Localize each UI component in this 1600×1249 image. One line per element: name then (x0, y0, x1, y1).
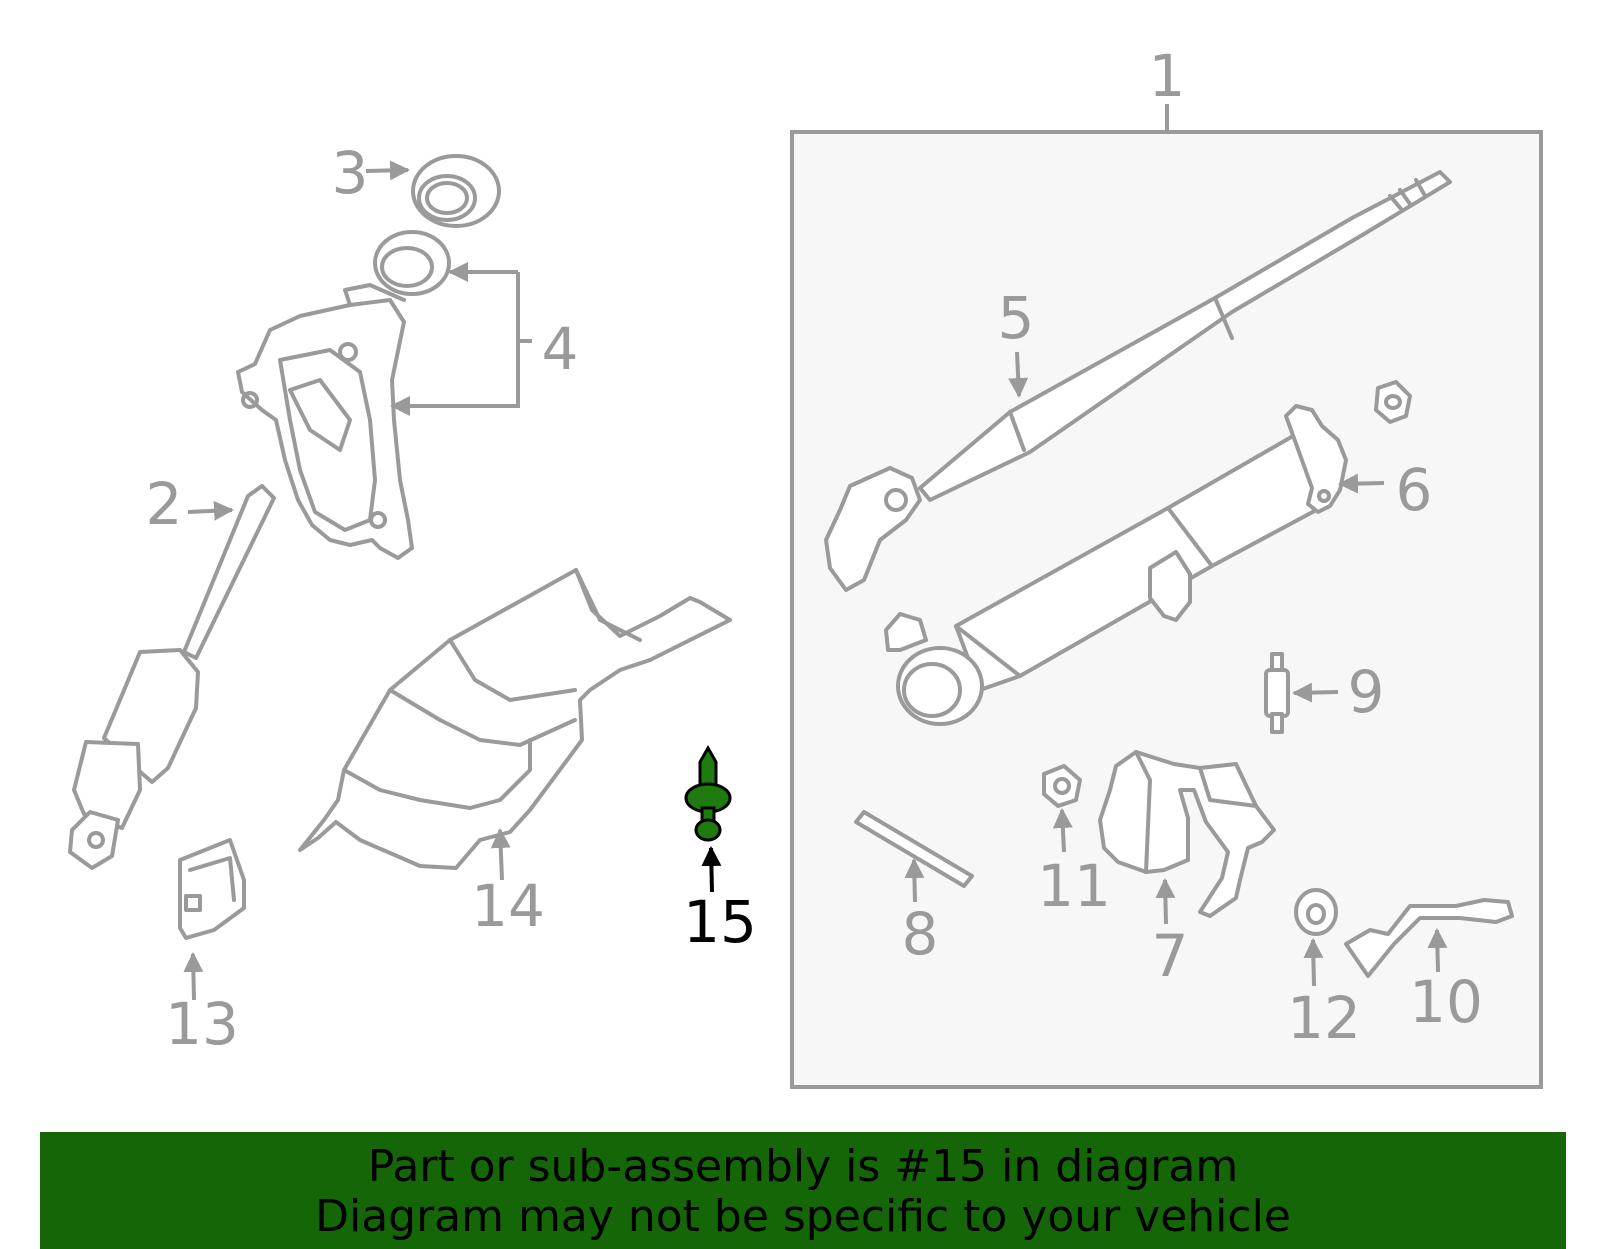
part-15-clip[interactable] (684, 744, 732, 842)
callout-3-leader (365, 160, 410, 181)
part-14-cover[interactable] (298, 568, 732, 870)
callout-1[interactable]: 1 (1149, 42, 1186, 110)
part-11-nut[interactable] (1042, 764, 1082, 808)
callout-2[interactable]: 2 (146, 470, 183, 538)
callout-12-leader (1303, 938, 1324, 987)
callout-15[interactable]: 15 (683, 888, 757, 956)
part-9-pin[interactable] (1264, 652, 1290, 734)
callout-5-leader (1008, 351, 1029, 398)
part-3-seal[interactable] (411, 154, 501, 228)
banner-line-1: Part or sub-assembly is #15 in diagram (367, 1141, 1239, 1192)
callout-7-leader (1155, 878, 1176, 925)
callout-9[interactable]: 9 (1348, 658, 1385, 726)
nut-upper (1374, 380, 1412, 424)
callout-10-leader (1427, 928, 1448, 973)
part-2-shaft[interactable] (68, 484, 276, 870)
part-12-washer[interactable] (1294, 888, 1338, 936)
callout-14-leader (490, 828, 511, 881)
part-8-strip[interactable] (854, 810, 974, 888)
info-banner: Part or sub-assembly is #15 in diagram D… (40, 1132, 1566, 1249)
part-4-bearing[interactable] (373, 230, 451, 296)
part-6-tube[interactable] (884, 404, 1348, 726)
callout-15-leader (701, 846, 722, 893)
part-7-bracket[interactable] (1098, 750, 1276, 918)
callout-13[interactable]: 13 (165, 990, 239, 1058)
callout-4-bracket (390, 262, 532, 416)
callout-10[interactable]: 10 (1409, 968, 1483, 1036)
part-10-arm[interactable] (1344, 898, 1514, 978)
callout-9-leader (1292, 682, 1339, 703)
callout-6[interactable]: 6 (1396, 456, 1433, 524)
callout-8-leader (904, 858, 925, 903)
callout-6-leader (1338, 473, 1385, 494)
part-13-clip[interactable] (178, 838, 246, 940)
callout-7[interactable]: 7 (1152, 922, 1189, 990)
callout-11-leader (1052, 808, 1073, 853)
banner-line-2: Diagram may not be specific to your vehi… (315, 1191, 1291, 1242)
callout-5[interactable]: 5 (998, 284, 1035, 352)
callout-14[interactable]: 14 (471, 872, 545, 940)
callout-2-leader (187, 500, 234, 521)
callout-3[interactable]: 3 (332, 139, 369, 207)
callout-8[interactable]: 8 (902, 900, 939, 968)
part-5-shaft[interactable] (824, 170, 1452, 592)
callout-11[interactable]: 11 (1037, 852, 1111, 920)
callout-12[interactable]: 12 (1287, 984, 1361, 1052)
callout-13-leader (183, 952, 204, 1001)
callout-4[interactable]: 4 (542, 315, 579, 383)
